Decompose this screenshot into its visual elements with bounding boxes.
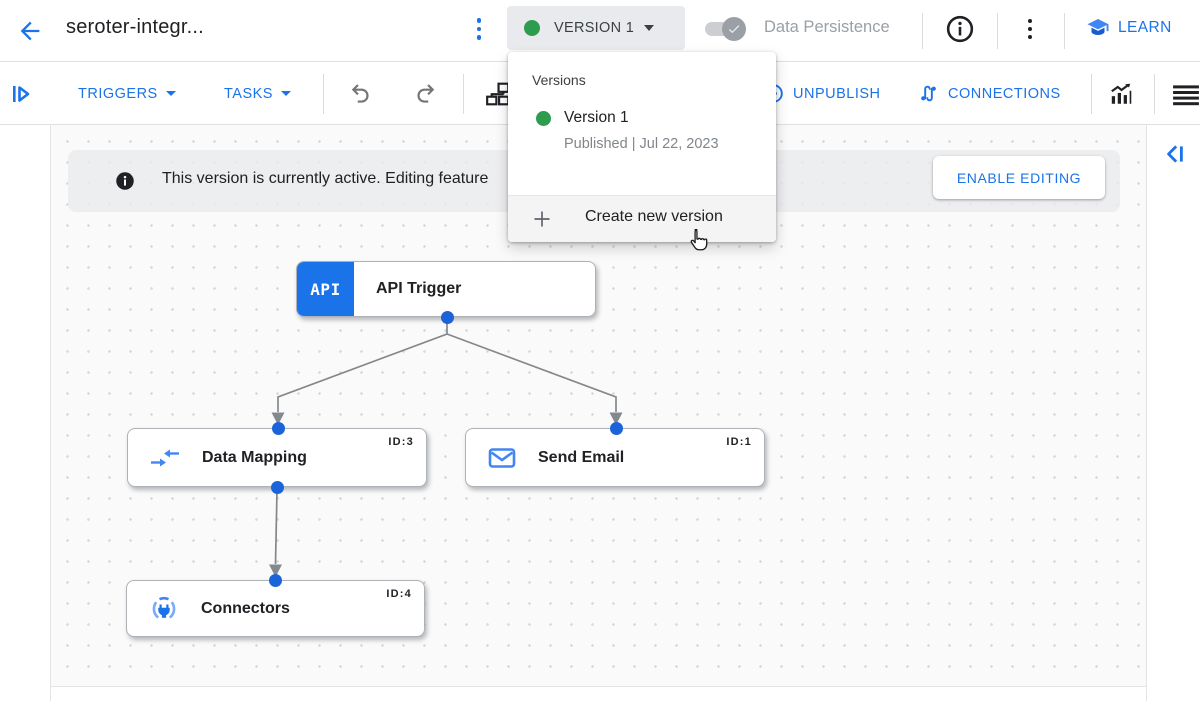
- enable-editing-button[interactable]: ENABLE EDITING: [933, 156, 1105, 199]
- node-data-mapping[interactable]: Data Mapping ID:3: [127, 428, 427, 487]
- node-api-trigger[interactable]: API API Trigger: [296, 261, 596, 317]
- version-status-text: Published | Jul 22, 2023: [564, 136, 719, 152]
- node-title: Data Mapping: [202, 448, 307, 466]
- node-id-label: ID:4: [386, 588, 412, 600]
- edge-port-dot[interactable]: [268, 573, 282, 587]
- right-panel-collapsed: [1146, 125, 1200, 701]
- integration-kebab-icon[interactable]: [470, 14, 488, 48]
- email-icon: [488, 447, 516, 469]
- logs-button[interactable]: [1172, 62, 1200, 125]
- divider: [1064, 13, 1065, 49]
- connector-plug-icon: [149, 594, 179, 624]
- version-menu-item[interactable]: Version 1: [564, 109, 629, 126]
- redo-button[interactable]: [412, 62, 438, 125]
- versions-dropdown-menu: Versions Version 1 Published | Jul 22, 2…: [508, 52, 776, 242]
- undo-icon: [351, 83, 369, 103]
- more-options-kebab-icon[interactable]: [1022, 15, 1038, 49]
- redo-icon: [417, 83, 435, 103]
- plus-icon: [534, 211, 550, 227]
- panel-open-icon: [13, 85, 30, 102]
- chevron-down-icon: [644, 25, 655, 31]
- data-mapping-icon: [150, 447, 180, 469]
- enable-editing-label: ENABLE EDITING: [956, 169, 1082, 186]
- integration-title: seroter-integr...: [66, 16, 204, 38]
- data-persistence-toggle[interactable]: [705, 17, 755, 41]
- divider: [1154, 74, 1155, 114]
- chevron-down-icon: [280, 91, 291, 96]
- api-badge-icon: API: [297, 262, 354, 316]
- edge-port-dot[interactable]: [271, 421, 285, 435]
- published-status-dot-icon: [536, 111, 551, 126]
- create-new-version-button[interactable]: Create new version: [508, 195, 776, 242]
- version-button-label: VERSION 1: [554, 20, 635, 36]
- node-send-email[interactable]: Send Email ID:1: [465, 428, 765, 487]
- top-bar: seroter-integr... VERSION 1 Data Persist…: [0, 0, 1200, 62]
- tasks-label: TASKS: [224, 85, 273, 102]
- learn-label: LEARN: [1118, 19, 1172, 36]
- divider: [1091, 74, 1092, 114]
- node-title: API Trigger: [376, 280, 462, 297]
- open-left-panel-button[interactable]: [10, 62, 34, 125]
- node-connectors[interactable]: Connectors ID:4: [126, 580, 425, 637]
- divider: [323, 74, 324, 114]
- graduation-cap-icon: [1087, 19, 1109, 35]
- undo-button[interactable]: [348, 62, 374, 125]
- published-status-dot-icon: [524, 20, 540, 36]
- data-persistence-label: Data Persistence: [764, 18, 890, 36]
- edge-port-dot[interactable]: [609, 421, 623, 435]
- toggle-knob: [722, 17, 746, 41]
- back-arrow-icon[interactable]: [16, 17, 44, 45]
- learn-button[interactable]: LEARN: [1086, 16, 1172, 40]
- connections-icon: [921, 85, 936, 102]
- unpublish-button[interactable]: UNPUBLISH: [763, 62, 881, 125]
- info-icon[interactable]: [946, 15, 974, 43]
- connections-label: CONNECTIONS: [948, 85, 1061, 102]
- schema-view-button[interactable]: [485, 62, 511, 125]
- edge-port-dot[interactable]: [440, 310, 454, 324]
- collapse-right-panel-icon[interactable]: [1161, 141, 1187, 167]
- triggers-menu-button[interactable]: TRIGGERS: [78, 62, 176, 125]
- triggers-label: TRIGGERS: [78, 85, 158, 102]
- node-id-label: ID:1: [726, 436, 752, 448]
- version-dropdown-button[interactable]: VERSION 1: [507, 6, 685, 50]
- lines-menu-icon: [1173, 84, 1199, 105]
- analytics-button[interactable]: [1108, 62, 1134, 125]
- connections-button[interactable]: CONNECTIONS: [918, 62, 1061, 125]
- flowchart-icon: [486, 82, 510, 105]
- insights-chart-icon: [1111, 83, 1132, 104]
- tasks-menu-button[interactable]: TASKS: [224, 62, 291, 125]
- chevron-down-icon: [165, 91, 176, 96]
- left-panel-collapsed: [0, 125, 51, 701]
- versions-menu-header: Versions: [532, 72, 586, 88]
- edge-port-dot[interactable]: [270, 480, 284, 494]
- info-filled-icon: [116, 172, 134, 190]
- node-id-label: ID:3: [388, 436, 414, 448]
- create-new-version-label: Create new version: [585, 208, 723, 225]
- divider: [997, 13, 998, 49]
- node-title: Connectors: [201, 599, 290, 617]
- unpublish-label: UNPUBLISH: [793, 85, 881, 102]
- divider: [463, 74, 464, 114]
- check-icon: [728, 25, 740, 34]
- node-title: Send Email: [538, 448, 625, 466]
- divider: [922, 13, 923, 49]
- banner-message: This version is currently active. Editin…: [162, 170, 489, 187]
